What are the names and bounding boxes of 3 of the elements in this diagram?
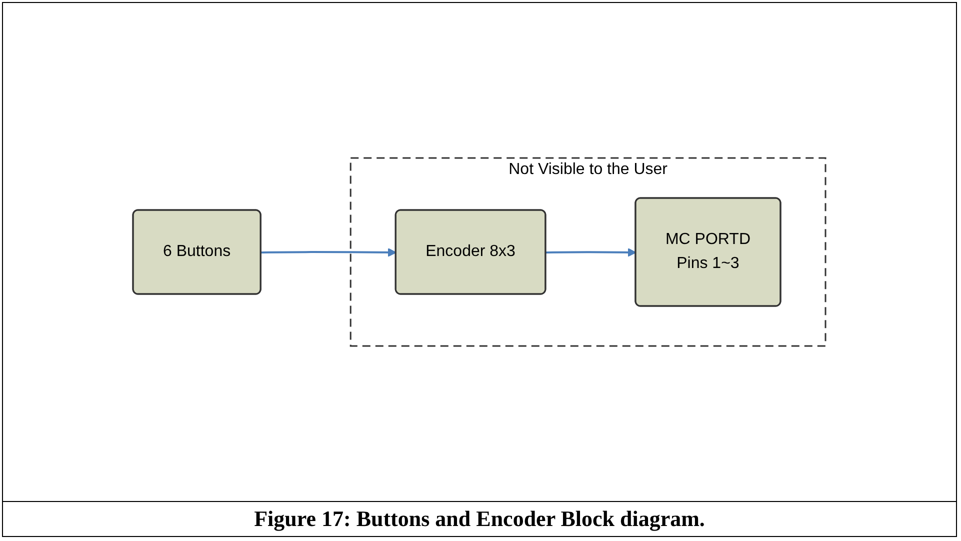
arrow — [546, 248, 637, 257]
arrow — [261, 248, 397, 257]
figure-caption: Figure 17: Buttons and Encoder Block diagram. — [254, 506, 705, 531]
